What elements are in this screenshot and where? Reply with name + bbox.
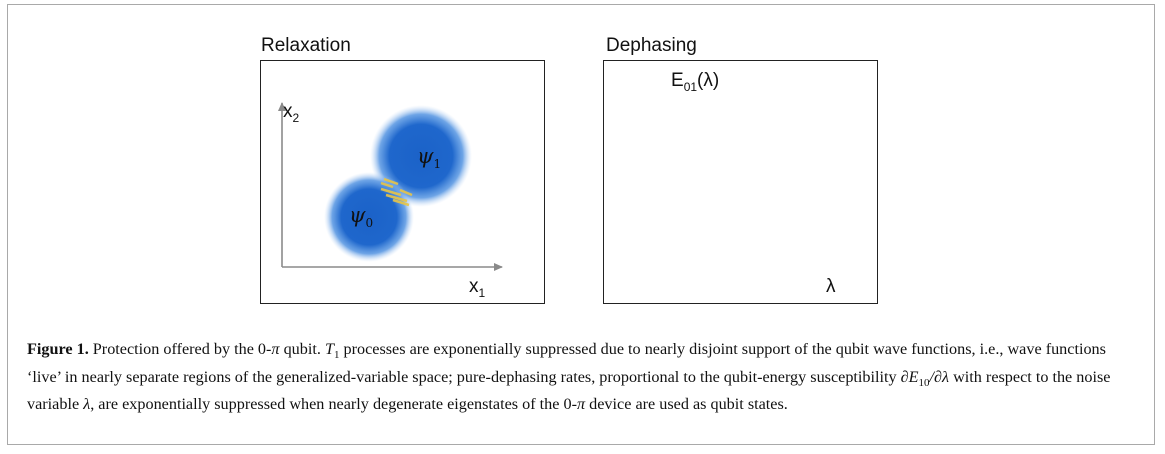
dephasing-panel: [603, 60, 878, 304]
lambda-axis-label: λ: [826, 276, 836, 297]
figure-caption: Figure 1. Protection offered by the 0-π …: [27, 340, 1111, 414]
dephasing-title: Dephasing: [606, 35, 697, 56]
relaxation-title: Relaxation: [261, 35, 351, 56]
psi0-wavefunction: [324, 172, 414, 262]
psi0-label: ψ0: [349, 203, 374, 231]
psi1-label: ψ1: [417, 144, 442, 172]
figure-label: Figure 1.: [27, 340, 89, 358]
x1-axis-label: x1: [469, 276, 486, 300]
energy-axis-label: E01(λ): [671, 70, 720, 94]
figure-frame: [7, 4, 1155, 445]
overlap-region: [380, 177, 413, 207]
x2-axis-label: x2: [283, 101, 300, 125]
